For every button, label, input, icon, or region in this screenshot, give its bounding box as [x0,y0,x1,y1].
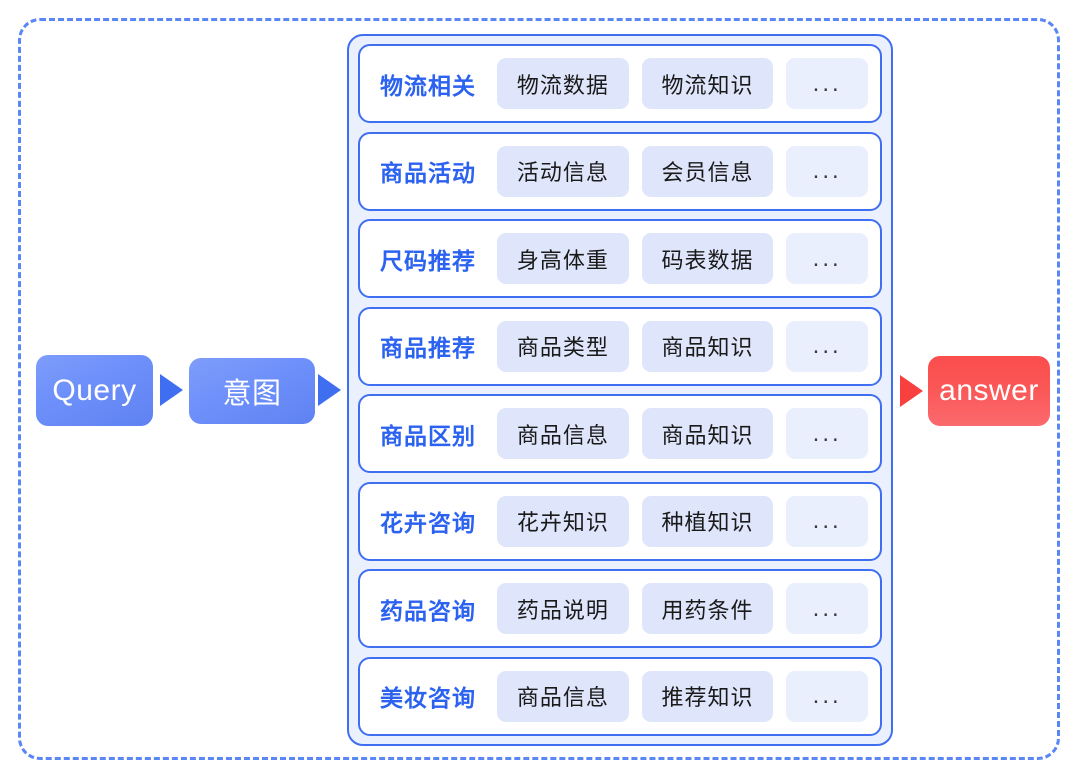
intent-row[interactable]: 花卉咨询花卉知识种植知识... [358,481,882,561]
node-query[interactable]: Query [36,355,153,426]
intent-row-tag[interactable]: 码表数据 [641,233,774,285]
intent-row-more-icon[interactable]: ... [786,145,868,197]
intent-row-tag[interactable]: 会员信息 [641,145,774,197]
intent-row-label: 花卉咨询 [380,510,476,537]
intent-row-label: 尺码推荐 [380,247,476,274]
intent-row-label: 商品活动 [380,160,476,187]
node-intent-label: 意图 [222,378,282,410]
intent-row-tag[interactable]: 药品说明 [497,583,629,635]
intent-row-label: 商品推荐 [380,335,476,362]
node-intent[interactable]: 意图 [189,358,315,424]
intent-row-label: 商品区别 [380,422,476,449]
intent-row[interactable]: 物流相关物流数据物流知识... [358,44,882,123]
intent-row[interactable]: 美妆咨询商品信息推荐知识... [358,656,882,736]
intent-row-tag[interactable]: 种植知识 [641,495,774,547]
intent-row[interactable]: 商品区别商品信息商品知识... [358,394,882,474]
intent-row-tag[interactable]: 活动信息 [497,145,629,197]
intent-row-more-icon[interactable]: ... [786,670,868,722]
intent-row-tag[interactable]: 物流知识 [641,58,774,109]
node-query-label: Query [52,373,137,407]
intent-row-more-icon[interactable]: ... [786,233,868,285]
intent-row-more-icon[interactable]: ... [786,583,868,635]
node-answer-label: answer [939,374,1039,407]
intent-row-more-icon[interactable]: ... [786,58,868,109]
intent-row-tag[interactable]: 花卉知识 [497,495,629,547]
intent-row[interactable]: 药品咨询药品说明用药条件... [358,569,882,649]
arrow-right-icon-query-to-intent [160,374,183,406]
intent-row[interactable]: 商品推荐商品类型商品知识... [358,306,882,386]
intent-row-label: 美妆咨询 [380,685,476,712]
intent-row[interactable]: 商品活动活动信息会员信息... [358,131,882,211]
outer-dashed-frame [18,18,1060,760]
intent-row-tag[interactable]: 商品信息 [497,670,629,722]
intent-row-tag[interactable]: 身高体重 [497,233,629,285]
arrow-right-icon-panel-to-answer [900,375,923,407]
intent-row-label: 药品咨询 [380,597,476,624]
arrow-right-icon-intent-to-panel [318,374,341,406]
intent-row[interactable]: 尺码推荐身高体重码表数据... [358,219,882,299]
intent-row-tag[interactable]: 商品知识 [641,408,774,460]
intent-row-tag[interactable]: 用药条件 [641,583,774,635]
intent-row-tag[interactable]: 推荐知识 [641,670,774,722]
intent-row-more-icon[interactable]: ... [786,320,868,372]
intent-row-label: 物流相关 [380,72,476,99]
intent-row-tag[interactable]: 商品知识 [641,320,774,372]
intent-row-tag[interactable]: 商品信息 [497,408,629,460]
intent-category-panel: 物流相关物流数据物流知识...商品活动活动信息会员信息...尺码推荐身高体重码表… [347,34,893,746]
node-answer[interactable]: answer [928,356,1050,426]
intent-row-more-icon[interactable]: ... [786,495,868,547]
intent-row-more-icon[interactable]: ... [786,408,868,460]
intent-row-tag[interactable]: 物流数据 [497,58,629,109]
intent-row-tag[interactable]: 商品类型 [497,320,629,372]
